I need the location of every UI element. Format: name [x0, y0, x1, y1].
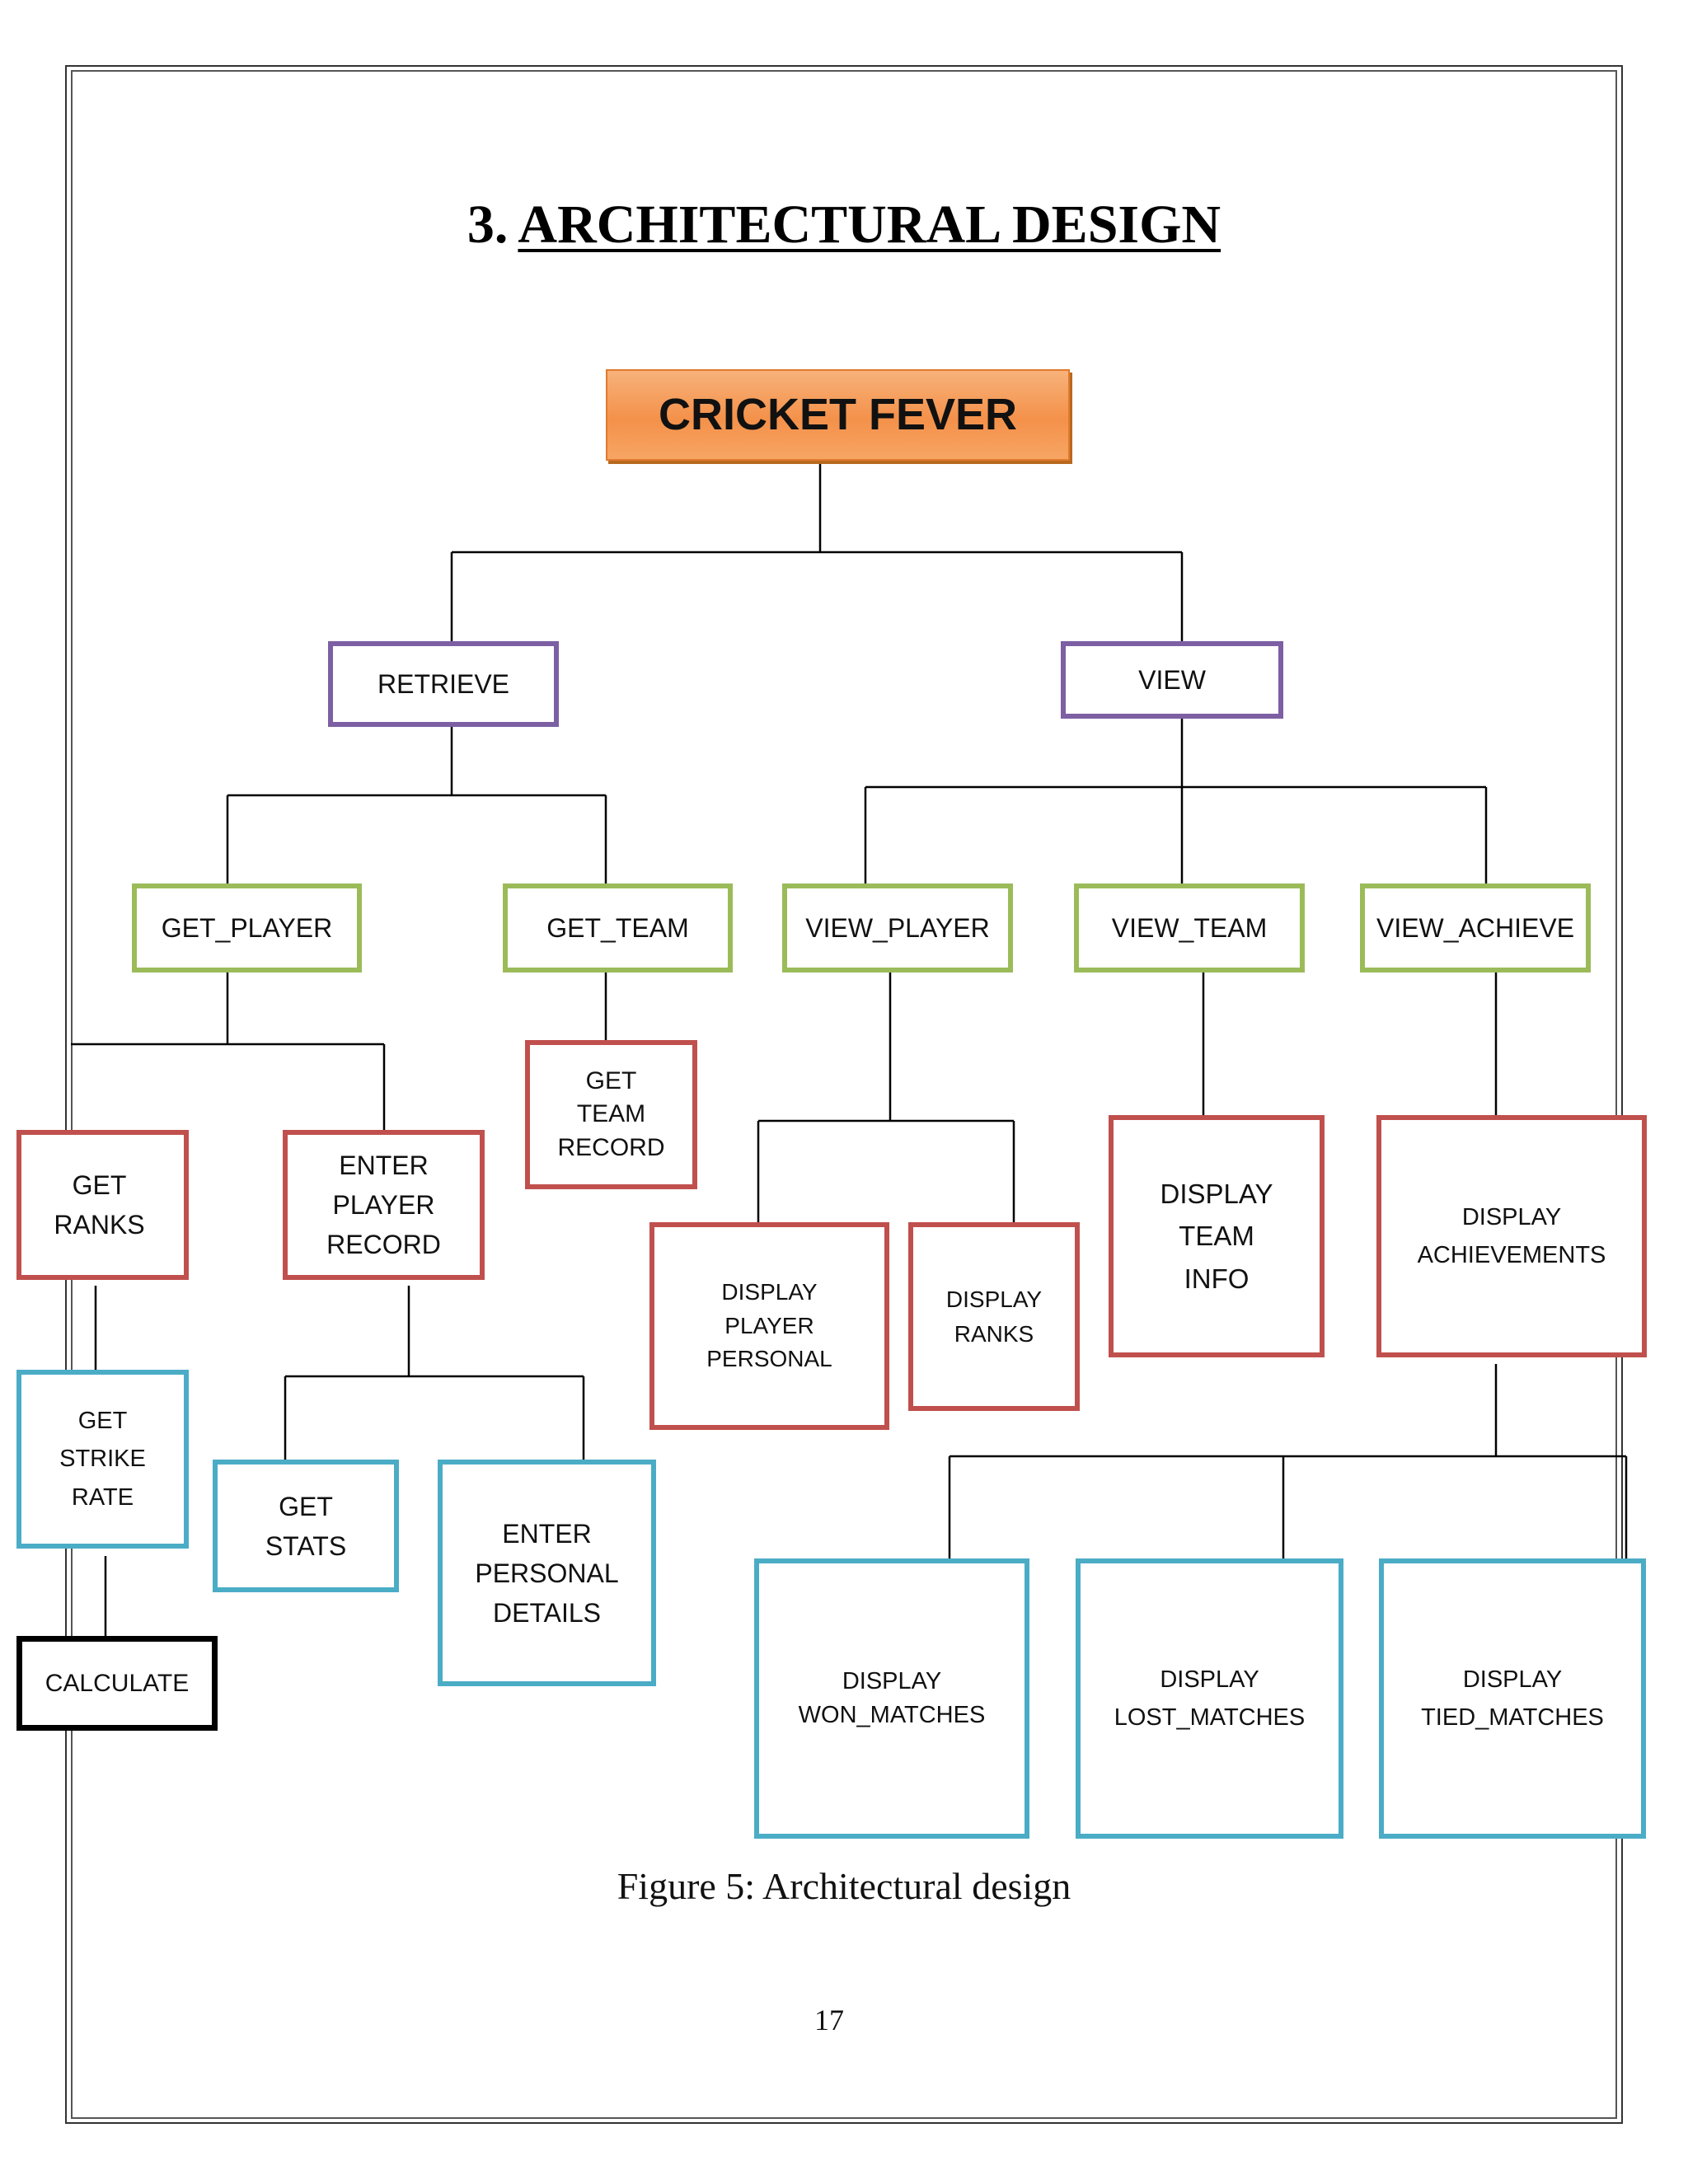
node-display-achievements: DISPLAY ACHIEVEMENTS — [1376, 1115, 1647, 1357]
node-view-player: VIEW_PLAYER — [782, 883, 1013, 972]
connector-retrieve — [226, 727, 607, 883]
node-display-player-personal: DISPLAY PLAYER PERSONAL — [649, 1222, 889, 1430]
node-view-team: VIEW_TEAM — [1074, 883, 1305, 972]
node-get-stats: GET STATS — [213, 1460, 399, 1592]
node-retrieve: RETRIEVE — [328, 641, 559, 727]
node-display-tied-matches: DISPLAY TIED_MATCHES — [1379, 1558, 1646, 1839]
node-cricket-fever: CRICKET FEVER — [606, 369, 1070, 461]
node-display-won-matches: DISPLAY WON_MATCHES — [754, 1558, 1029, 1839]
node-enter-player-record: ENTER PLAYER RECORD — [283, 1130, 485, 1280]
page-number: 17 — [814, 2004, 844, 2036]
connector-display-achievements — [948, 1364, 1628, 1563]
connector-view-player — [757, 972, 1015, 1228]
heading-title: ARCHITECTURAL DESIGN — [518, 194, 1221, 255]
node-display-ranks: DISPLAY RANKS — [908, 1222, 1080, 1411]
page-border-inner — [71, 70, 1617, 2119]
connector-root — [450, 463, 1184, 641]
node-get-team-record: GET TEAM RECORD — [525, 1040, 697, 1189]
connector-enter-player-record — [284, 1286, 585, 1465]
figure-caption: Figure 5: Architectural design — [617, 1865, 1071, 1907]
connector-get-player — [71, 972, 386, 1132]
node-display-team-info: DISPLAY TEAM INFO — [1109, 1115, 1325, 1357]
page-heading: 3.ARCHITECTURAL DESIGN — [0, 194, 1688, 256]
node-get-player: GET_PLAYER — [132, 883, 362, 972]
node-view-achieve: VIEW_ACHIEVE — [1360, 883, 1591, 972]
node-view: VIEW — [1061, 641, 1283, 719]
node-calculate: CALCULATE — [16, 1636, 218, 1731]
connector-view — [864, 719, 1488, 883]
node-get-team: GET_TEAM — [503, 883, 733, 972]
heading-number: 3. — [467, 194, 509, 255]
node-enter-personal-details: ENTER PERSONAL DETAILS — [438, 1460, 656, 1686]
page-border-outer — [65, 65, 1623, 2124]
node-display-lost-matches: DISPLAY LOST_MATCHES — [1076, 1558, 1343, 1839]
node-get-strike-rate: GET STRIKE RATE — [16, 1370, 189, 1549]
node-get-ranks: GET RANKS — [16, 1130, 189, 1280]
